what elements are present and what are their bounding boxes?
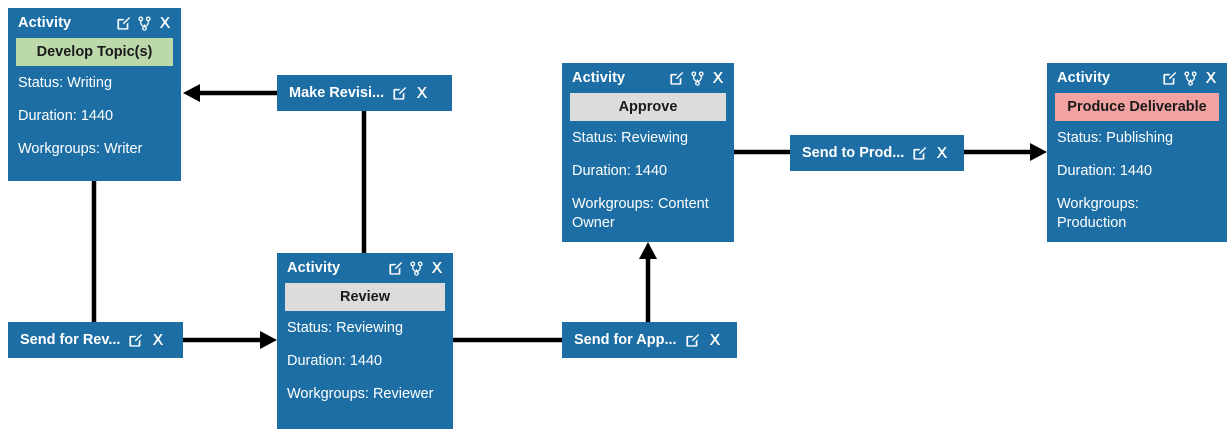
node-header-label: Activity xyxy=(1057,70,1111,86)
edit-icon[interactable] xyxy=(388,261,403,276)
node-detail-row: Status: Writing xyxy=(18,75,113,91)
node-detail-row: Workgroups: Writer xyxy=(18,141,143,157)
node-header-actions xyxy=(388,260,444,276)
node-header: Activity xyxy=(1047,63,1227,93)
close-icon[interactable] xyxy=(1204,71,1218,85)
edit-icon[interactable] xyxy=(669,71,684,86)
node-detail-row: Duration: 1440 xyxy=(572,163,668,179)
transition-box-send-for-approval[interactable]: Send for App... xyxy=(562,322,737,358)
close-icon[interactable] xyxy=(711,71,725,85)
node-title-bar[interactable]: Review xyxy=(285,283,445,311)
edit-icon[interactable] xyxy=(1162,71,1177,86)
connector-send-to-production-to-produce xyxy=(964,143,1047,161)
edit-icon[interactable] xyxy=(685,333,700,348)
transition-box-make-revisions[interactable]: Make Revisi... xyxy=(277,75,452,111)
connector-send-for-approval-to-approve xyxy=(639,242,657,322)
arrowhead xyxy=(1030,143,1047,161)
edit-icon[interactable] xyxy=(392,86,407,101)
arrowhead xyxy=(183,84,200,102)
transition-actions xyxy=(128,333,165,348)
arrowhead xyxy=(639,242,657,259)
transition-box-send-to-production[interactable]: Send to Prod... xyxy=(790,135,964,171)
node-detail-row: Workgroups: Content Owner xyxy=(572,196,709,231)
branch-icon[interactable] xyxy=(410,260,423,276)
node-detail-row: Duration: 1440 xyxy=(287,353,383,369)
branch-icon[interactable] xyxy=(691,70,704,86)
transition-label: Send for Rev... xyxy=(20,332,121,348)
branch-icon[interactable] xyxy=(138,15,151,31)
node-header-label: Activity xyxy=(287,260,341,276)
transition-actions xyxy=(685,333,722,348)
edit-icon[interactable] xyxy=(128,333,143,348)
node-header-label: Activity xyxy=(572,70,626,86)
node-header-actions xyxy=(1162,70,1218,86)
transition-box-send-for-review[interactable]: Send for Rev... xyxy=(8,322,183,358)
node-title-bar[interactable]: Produce Deliverable xyxy=(1055,93,1219,121)
close-icon[interactable] xyxy=(708,333,722,347)
connector-make-revisions-to-develop-topics xyxy=(183,84,277,102)
node-title-bar[interactable]: Develop Topic(s) xyxy=(16,38,173,66)
close-icon[interactable] xyxy=(430,261,444,275)
node-detail-row: Duration: 1440 xyxy=(18,108,114,124)
transition-label: Make Revisi... xyxy=(289,85,385,101)
close-icon[interactable] xyxy=(158,16,172,30)
close-icon[interactable] xyxy=(415,86,429,100)
transition-label: Send for App... xyxy=(574,332,677,348)
node-detail-row: Workgroups: Reviewer xyxy=(287,386,434,402)
node-header-label: Activity xyxy=(18,15,72,31)
close-icon[interactable] xyxy=(935,146,949,160)
node-detail-row: Status: Reviewing xyxy=(572,130,689,146)
transition-actions xyxy=(392,86,429,101)
node-header: Activity xyxy=(277,253,453,283)
edit-icon[interactable] xyxy=(912,146,927,161)
node-detail-row: Status: Reviewing xyxy=(287,320,404,336)
node-detail-row: Duration: 1440 xyxy=(1057,163,1153,179)
node-detail-row: Workgroups: Production xyxy=(1057,196,1139,231)
connector-send-for-review-to-review xyxy=(183,331,277,349)
branch-icon[interactable] xyxy=(1184,70,1197,86)
transition-label: Send to Prod... xyxy=(802,145,905,161)
activity-node-develop-topics[interactable]: Activity Develop Topic(s)Status: Writing… xyxy=(8,8,181,181)
node-header-actions xyxy=(669,70,725,86)
node-header: Activity xyxy=(562,63,734,93)
node-header: Activity xyxy=(8,8,181,38)
edit-icon[interactable] xyxy=(116,16,131,31)
arrowhead xyxy=(260,331,277,349)
node-title-bar[interactable]: Approve xyxy=(570,93,726,121)
node-header-actions xyxy=(116,15,172,31)
node-detail-row: Status: Publishing xyxy=(1057,130,1174,146)
close-icon[interactable] xyxy=(151,333,165,347)
transition-actions xyxy=(912,146,949,161)
